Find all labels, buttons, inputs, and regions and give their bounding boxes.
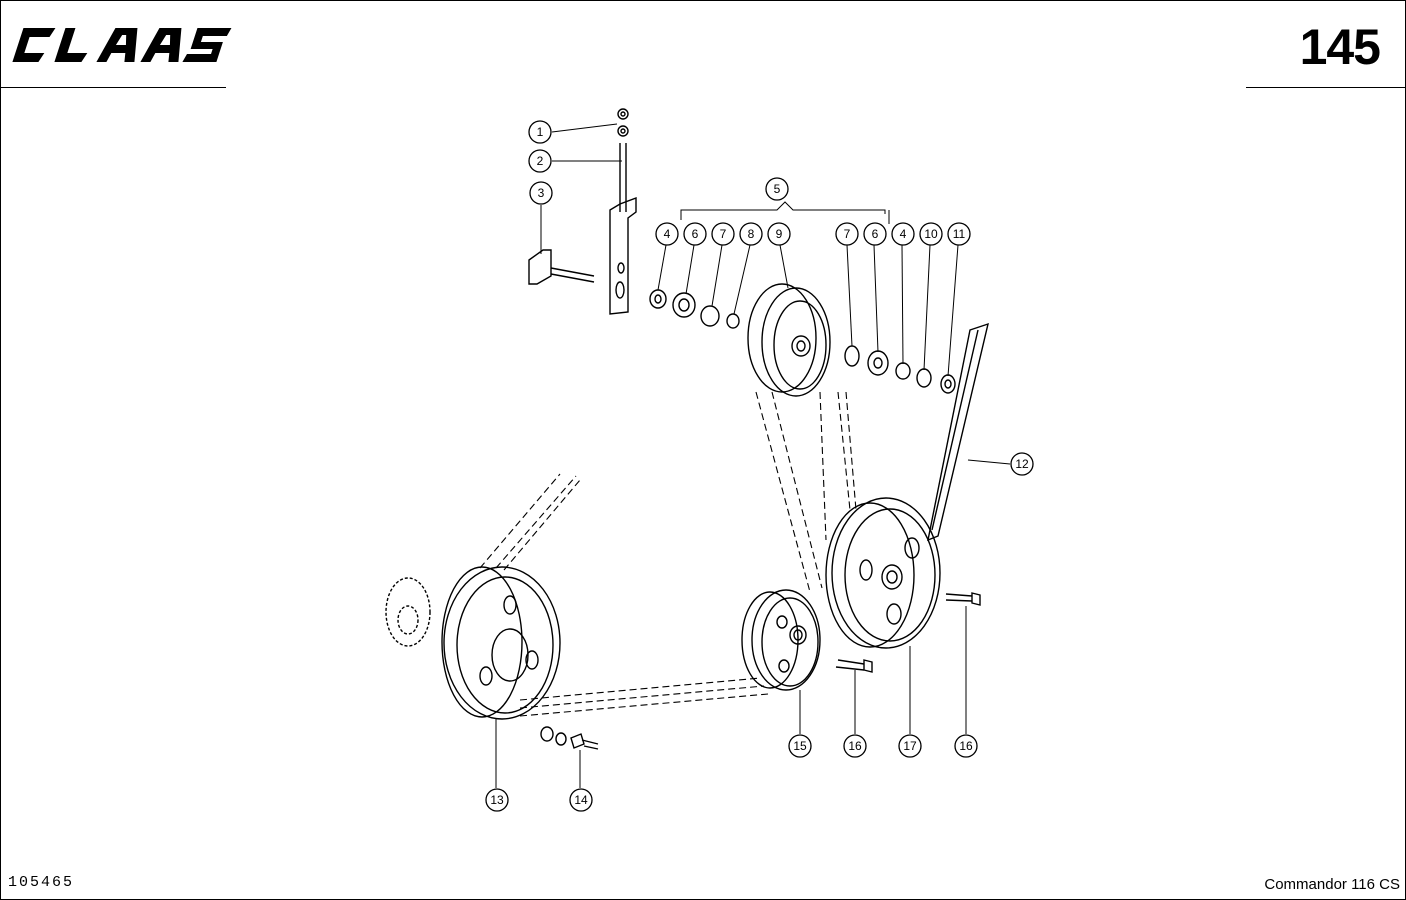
callout-4: 4	[891, 222, 915, 246]
part-ring-stack-left	[649, 289, 740, 329]
svg-text:5: 5	[774, 182, 781, 196]
callout-7: 7	[711, 222, 735, 246]
svg-text:17: 17	[903, 739, 917, 753]
svg-text:8: 8	[748, 227, 755, 241]
svg-text:4: 4	[664, 227, 671, 241]
callout-8: 8	[739, 222, 763, 246]
svg-text:16: 16	[848, 739, 862, 753]
svg-text:6: 6	[872, 227, 879, 241]
svg-text:10: 10	[924, 227, 938, 241]
callout-1: 1	[528, 120, 552, 144]
callout-6: 6	[683, 222, 707, 246]
svg-text:7: 7	[844, 227, 851, 241]
drawing-number: 105465	[8, 874, 75, 891]
svg-text:15: 15	[793, 739, 807, 753]
callout-16: 16	[954, 734, 978, 758]
callout-14: 14	[569, 788, 593, 812]
svg-text:14: 14	[574, 793, 588, 807]
callout-17: 17	[898, 734, 922, 758]
callout-9: 9	[767, 222, 791, 246]
part-drive-pulley	[441, 566, 561, 720]
svg-text:2: 2	[537, 154, 544, 168]
part-tension-pulley	[747, 283, 831, 397]
part-bolt	[945, 592, 981, 606]
callout-16: 16	[843, 734, 867, 758]
part-bolt-set	[540, 726, 599, 750]
svg-text:12: 12	[1015, 457, 1029, 471]
svg-text:13: 13	[490, 793, 504, 807]
part-large-pulley	[825, 497, 941, 649]
leader-lines	[495, 123, 1011, 788]
part-sprocket	[385, 577, 431, 647]
part-bolt	[835, 659, 873, 673]
svg-text:1: 1	[537, 125, 544, 139]
part-bracket	[609, 196, 637, 315]
part-threaded-rod	[619, 143, 627, 212]
callout-12: 12	[1010, 452, 1034, 476]
callout-11: 11	[947, 222, 971, 246]
svg-text:16: 16	[959, 739, 973, 753]
belt-path	[479, 391, 857, 717]
part-ring-stack-right	[844, 345, 956, 394]
part-small-pulley	[741, 589, 821, 691]
header-rule-left	[0, 87, 226, 88]
svg-text:4: 4	[900, 227, 907, 241]
callout-5: 5	[765, 177, 789, 201]
callout-13: 13	[485, 788, 509, 812]
svg-text:3: 3	[538, 186, 545, 200]
part-v-belt	[927, 322, 989, 542]
svg-text:9: 9	[776, 227, 783, 241]
claas-logo	[12, 28, 232, 62]
svg-text:7: 7	[720, 227, 727, 241]
svg-text:11: 11	[953, 227, 966, 241]
callout-2: 2	[528, 149, 552, 173]
header-rule-right	[1246, 87, 1406, 88]
part-nut	[617, 108, 629, 137]
callout-6: 6	[863, 222, 887, 246]
callout-10: 10	[919, 222, 943, 246]
svg-text:6: 6	[692, 227, 699, 241]
callout-3: 3	[529, 181, 553, 205]
part-tension-bolt	[528, 249, 595, 285]
model-name: Commandor 116 CS	[1264, 876, 1400, 893]
page-number: 145	[1299, 19, 1381, 75]
callout-7: 7	[835, 222, 859, 246]
callout-4: 4	[655, 222, 679, 246]
callout-15: 15	[788, 734, 812, 758]
